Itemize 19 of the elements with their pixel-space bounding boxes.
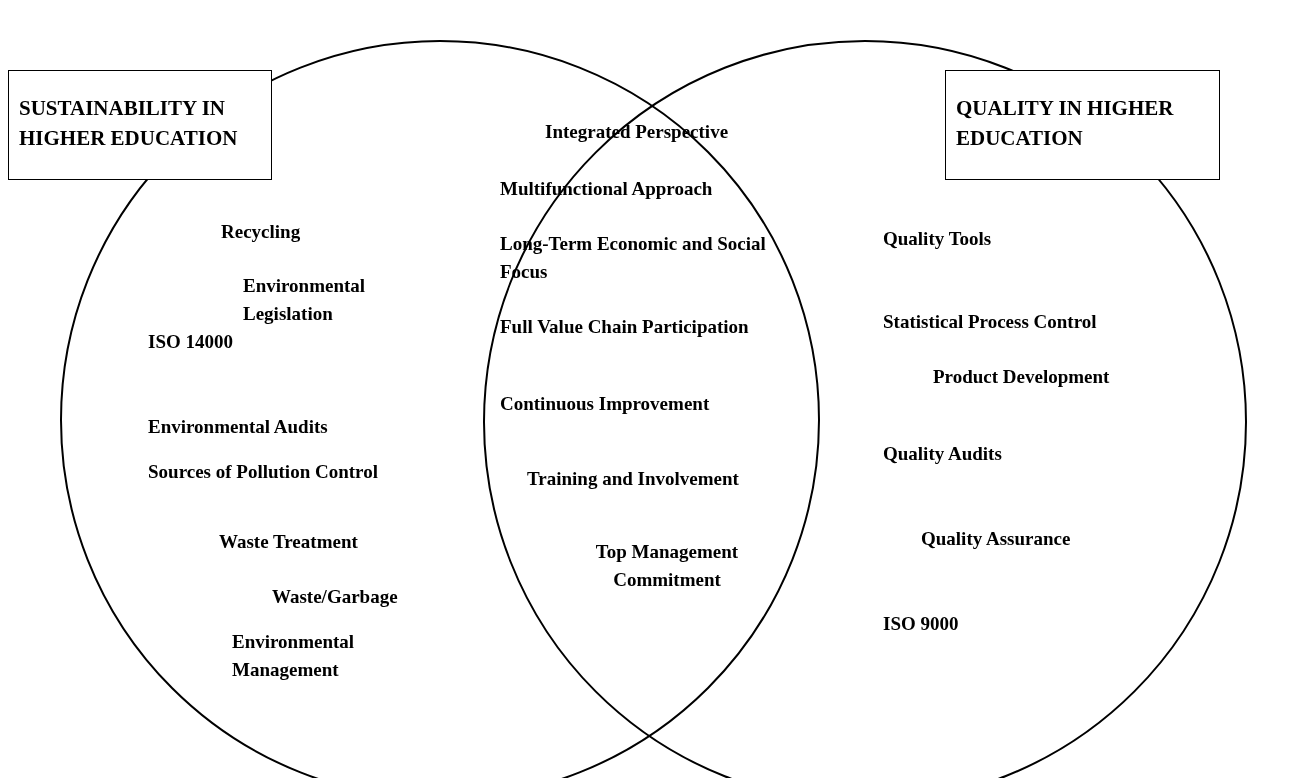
term-label: Training and Involvement (527, 467, 739, 491)
term-label: Quality Tools (883, 227, 992, 251)
term-label: Quality Assurance (921, 527, 1071, 551)
term-label: Continuous Improvement (500, 392, 710, 416)
term-label: Environmental Legislation (243, 274, 367, 326)
term-label: ISO 14000 (148, 330, 233, 354)
term-label: Recycling (221, 220, 301, 244)
term-label: Waste/Garbage (272, 585, 398, 609)
term-label: ISO 9000 (883, 612, 959, 636)
term-label: Waste Treatment (219, 530, 358, 554)
term-label: Statistical Process Control (883, 310, 1097, 334)
term-label: Full Value Chain Participation (500, 315, 749, 339)
term-label: Top Management Commitment (594, 540, 740, 592)
term-label: Product Development (933, 365, 1110, 389)
title-box: SUSTAINABILITY IN HIGHER EDUCATION (8, 70, 272, 180)
term-label: Sources of Pollution Control (148, 460, 378, 484)
term-label: Environmental Management (232, 630, 356, 682)
term-label: Environmental Audits (148, 415, 328, 439)
term-label: Quality Audits (883, 442, 1002, 466)
